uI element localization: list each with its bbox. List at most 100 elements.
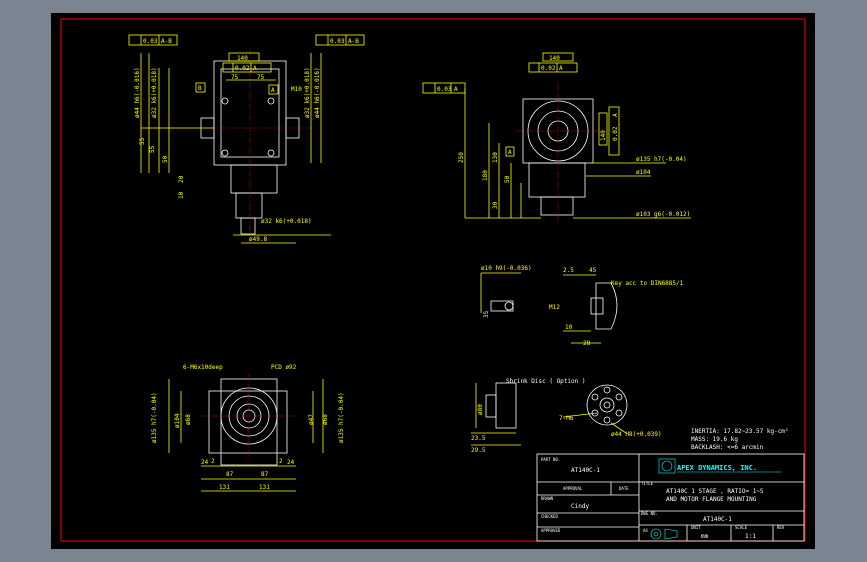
front-left-dim-7: 10 [178, 191, 185, 199]
dwg-no-label: DWG NO. [641, 511, 658, 516]
front-top-dim-1: 75 [231, 74, 239, 81]
bottom-housing [208, 390, 288, 454]
front-bottom-dim-1: ø32 k6(+0.018) [261, 218, 312, 225]
company-logo: APEX DYNAMICS, INC. [658, 458, 781, 474]
key-bottom-dim-2: 28 [583, 340, 591, 347]
key-detail: ø10 h9(-0.036) 35 2.5 45 Key acc to DIN6… [480, 265, 684, 347]
approval-label: APPROVAL [563, 486, 583, 491]
side-view: 0.03 A 140 0.02 A 140 0.02 A A 250 180 1… [422, 52, 691, 223]
checked-label: CHECKED [541, 514, 558, 519]
specs-block: INERTIA: 17.82~23.57 kg-cm² MASS: 19.6 k… [691, 428, 789, 451]
drawing-viewport[interactable]: 0.03 A-B 0.03 A-B 140 0.02 A B A 75 75 M… [51, 13, 815, 549]
front-left-dim-4: 55 [149, 145, 156, 153]
side-left-dim-3: 130 [492, 152, 499, 163]
dwg-no: AT140C-1 [703, 516, 732, 523]
drawn-label: DRAWN [541, 496, 554, 501]
side-right-dim-1: ø135 h7(-0.04) [636, 156, 687, 163]
date-label: DATE [619, 486, 629, 491]
key-thread: M12 [549, 304, 560, 311]
front-tol-right-value: 0.03 [330, 38, 345, 45]
front-left-dim-2: ø32 k6(+0.018) [151, 67, 158, 118]
bottom-view: 6-M6x10deep PCD ø92 ø135 h7(-0.04) ø104 … [151, 364, 345, 492]
bottom-dim-1: 2 [211, 458, 215, 465]
key-left-dim: 35 [483, 310, 490, 318]
scale: 1:1 [745, 533, 756, 540]
front-tol-left-datum: A-B [161, 38, 172, 45]
front-output-shaft [240, 217, 256, 235]
bottom-dim-8: 131 [259, 484, 270, 491]
front-tol-top-datum: A [253, 65, 257, 72]
front-tol-top-box: 140 [237, 55, 248, 62]
side-left-dim-2: 180 [482, 170, 489, 181]
bottom-right-dim-3: ø135 h7(-0.04) [338, 392, 345, 443]
key-shaft-dim: ø10 h9(-0.036) [481, 265, 532, 272]
side-left-dim-5: 30 [492, 201, 499, 209]
side-tol-top-value: 0.02 [541, 65, 556, 72]
front-top-dim-2: 75 [257, 74, 265, 81]
scale-label: SCALE [735, 525, 748, 530]
part-no-label: PART NO. [541, 457, 560, 462]
title-line-1: AT140C 1 STAGE , RATIO= 1~5 [666, 488, 764, 495]
front-thread: M10 [291, 86, 302, 93]
drawn-by: Cindy [571, 503, 589, 510]
front-datum-b: B [198, 85, 202, 92]
shrink-left-dim: ø80 [477, 404, 484, 415]
cad-drawing: 0.03 A-B 0.03 A-B 140 0.02 A B A 75 75 M… [60, 18, 806, 542]
side-left-dim-4: 50 [504, 175, 511, 183]
side-tol-top-box: 140 [549, 55, 560, 62]
shrink-detail: Shrink Disc ( Option ) ø80 23.5 29.5 [471, 378, 585, 454]
side-tol-left-value: 0.03 [437, 86, 452, 93]
key-dim-top-1: 2.5 [563, 267, 574, 274]
front-tol-left-value: 0.03 [143, 38, 158, 45]
flange-detail: 7-M6 ø44 H8(+0.039) [559, 384, 662, 438]
sheet-border [60, 18, 806, 542]
rev-label: REV [777, 525, 785, 530]
bottom-dim-2: 24 [201, 459, 209, 466]
bottom-dim-4: 2 [279, 458, 283, 465]
spec-inertia: INERTIA: 17.82~23.57 kg-cm² [691, 428, 789, 435]
bottom-dim-5: 24 [287, 459, 295, 466]
front-left-dim-1: ø44 h6(-0.016) [134, 67, 141, 118]
bottom-dim-6: 87 [261, 471, 269, 478]
side-left-dim-1: 250 [458, 152, 465, 163]
bottom-left-dim-1: ø135 h7(-0.04) [151, 392, 158, 443]
side-datum-a: A [508, 149, 512, 156]
bottom-left-dim-3: ø68 [185, 414, 192, 425]
title-line-2: AND MOTOR FLANGE MOUNTING [666, 496, 757, 503]
side-tol-right-value: 0.02 [612, 126, 619, 141]
spec-backlash: BACKLASH: <=6 arcmin [691, 444, 764, 451]
side-output-shaft [540, 196, 574, 216]
shrink-bottom-dim-1: 23.5 [471, 435, 486, 442]
front-tol-top-value: 0.02 [235, 65, 250, 72]
front-view: 0.03 A-B 0.03 A-B 140 0.02 A B A 75 75 M… [128, 34, 365, 244]
projection-symbol-icon [650, 528, 678, 540]
unit-label: UNIT [691, 525, 701, 530]
side-tol-left-datum: A [454, 86, 458, 93]
approved-label: APPROVED [541, 528, 561, 533]
part-no: AT140C-1 [571, 467, 600, 474]
sheet-size: A4 [643, 528, 648, 533]
key-shaft-end [595, 282, 618, 330]
flange-thread: 7-M6 [559, 415, 574, 422]
side-tol-right-datum: A [612, 113, 619, 117]
side-right-dim-3: ø103 g6(-0.012) [636, 211, 690, 218]
key-note: Key acc to DIN6885/1 [611, 280, 684, 287]
shrink-disc-body [495, 382, 517, 429]
front-bottom-dim-2: ø49.8 [249, 236, 267, 243]
title-block: PART NO. AT140C-1 TITLE AT140C 1 STAGE ,… [536, 453, 805, 542]
front-right-dim-2: ø44 h6(-0.016) [314, 67, 321, 118]
front-right-dim-1: ø32 k6(+0.018) [304, 67, 311, 118]
bottom-pcd-note: PCD ø92 [271, 364, 297, 371]
front-tol-right-datum: A-B [348, 38, 359, 45]
company-name: APEX DYNAMICS, INC. [677, 464, 757, 472]
front-datum-a: A [271, 87, 275, 94]
bottom-dim-7: 131 [219, 484, 230, 491]
spec-mass: MASS: 19.6 kg [691, 436, 738, 443]
logo-icon [658, 458, 676, 474]
bottom-left-dim-2: ø104 [174, 413, 181, 428]
bottom-right-dim-1: ø47 [308, 414, 315, 425]
side-tol-top-datum: A [559, 65, 563, 72]
flange-outline [586, 384, 628, 426]
bottom-dim-3: 87 [226, 471, 234, 478]
title-label: TITLE [641, 481, 654, 486]
